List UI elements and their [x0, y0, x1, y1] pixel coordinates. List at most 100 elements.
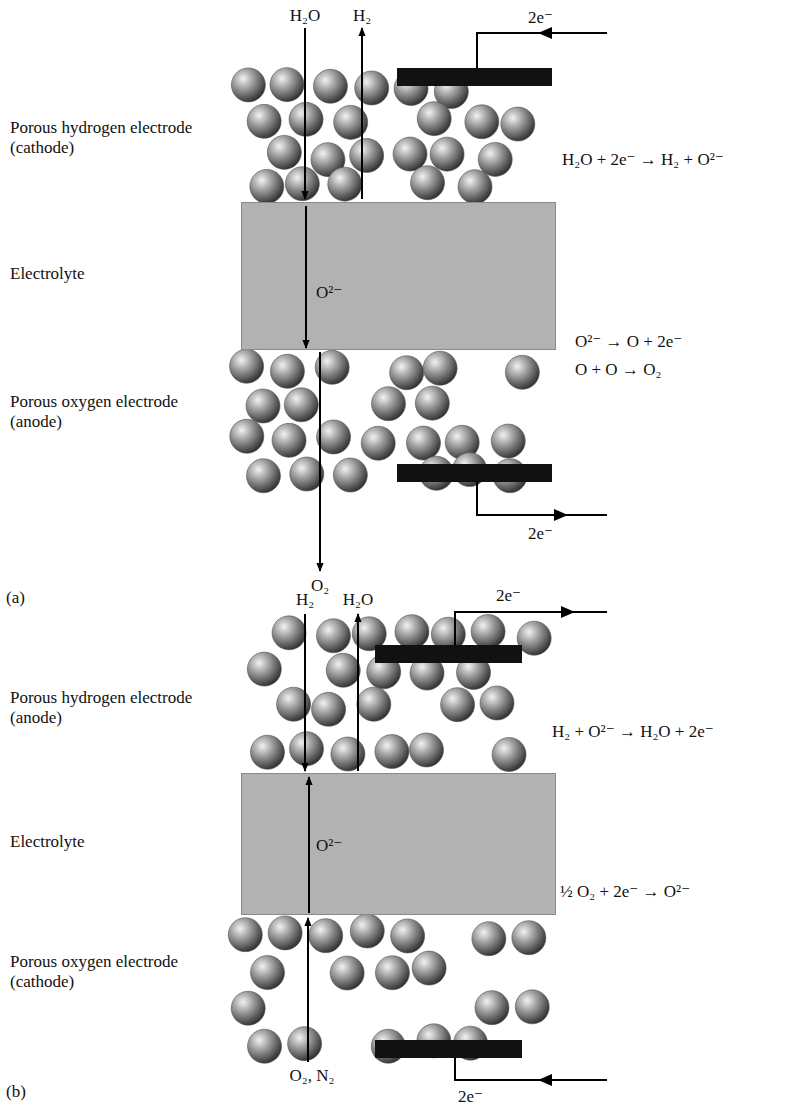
electrode-particle — [395, 615, 429, 649]
layer-label: Electrolyte — [10, 264, 85, 284]
layer-label: Electrolyte — [10, 832, 85, 852]
electron-label: 2e⁻ — [496, 586, 521, 606]
current-collector — [375, 645, 522, 663]
reaction-equation: O²⁻ → O + 2e⁻ — [575, 332, 682, 352]
electrode-particle — [284, 388, 318, 422]
electrode-particle — [423, 351, 457, 385]
electrode-particle — [313, 69, 347, 103]
current-collector — [375, 1040, 522, 1058]
species-label: H₂O — [290, 6, 320, 26]
electrode-particle — [375, 735, 409, 769]
electrode-particle — [330, 956, 364, 990]
electrode-particle — [505, 355, 539, 389]
electrode-particle — [471, 614, 505, 648]
electrode-particle — [246, 459, 280, 493]
ion-label: O²⁻ — [316, 283, 342, 303]
current-arrowhead — [538, 27, 575, 1086]
ion-arrow-layer — [242, 203, 557, 351]
electron-label: 2e⁻ — [528, 524, 553, 544]
electrode-particle — [393, 137, 427, 171]
electrode-particle — [390, 356, 424, 390]
electrode-particle — [430, 137, 464, 171]
electrode-particle — [465, 105, 499, 139]
electrode-particle — [326, 653, 360, 687]
electrode-particle — [491, 424, 525, 458]
species-label: H₂ — [353, 6, 371, 26]
electrode-particle — [309, 919, 343, 953]
electrode-particle — [267, 135, 301, 169]
electron-label: 2e⁻ — [528, 8, 553, 28]
electrode-particle — [357, 687, 391, 721]
reaction-equation: H₂O + 2e⁻ → H₂ + O²⁻ — [562, 150, 724, 170]
electrode-particle — [512, 921, 546, 955]
ion-flow-arrow — [305, 206, 307, 348]
panel-letter: (a) — [6, 588, 25, 608]
electrode-particle — [230, 419, 264, 453]
electrode-particle — [290, 732, 324, 766]
electrode-particle — [328, 167, 362, 201]
electrode-particle — [317, 420, 351, 454]
species-label: H₂ — [296, 590, 314, 610]
panel-letter: (b) — [6, 1082, 26, 1102]
electrode-particle — [230, 349, 264, 383]
reaction-equation: O + O → O₂ — [575, 360, 661, 380]
electrode-particle — [316, 619, 350, 653]
electrode-particle — [350, 139, 384, 173]
electrode-particle — [417, 102, 451, 136]
electrode-particle — [517, 621, 551, 655]
electrode-particle — [410, 733, 444, 767]
current-collector — [397, 464, 552, 482]
electrode-particle — [391, 919, 425, 953]
electrode-particle — [290, 457, 324, 491]
electrode-particle — [250, 735, 284, 769]
electrode-particle — [288, 1027, 322, 1061]
electrode-particle — [270, 354, 304, 388]
electrode-particle — [492, 738, 526, 772]
electrode-particle — [251, 956, 285, 990]
reaction-equation: ½ O₂ + 2e⁻ → O²⁻ — [560, 882, 690, 902]
electrolyte-layer: O²⁻ — [241, 773, 556, 915]
electrode-particle — [228, 918, 262, 952]
electrolyte-layer: O²⁻ — [241, 202, 556, 350]
electrode-particle — [478, 142, 512, 176]
electrode-label: Porous hydrogen electrode (cathode) — [10, 118, 225, 159]
electrode-particle — [355, 71, 389, 105]
ion-label: O²⁻ — [316, 836, 342, 856]
electrode-particle — [375, 956, 409, 990]
electrode-particle — [272, 616, 306, 650]
electrode-particle — [268, 916, 302, 950]
electrode-particle — [406, 426, 440, 460]
current-collector — [397, 68, 552, 86]
external-wire — [455, 33, 607, 1080]
electrode-particle — [247, 104, 281, 138]
electrode-particle — [285, 167, 319, 201]
electrode-particle — [248, 1029, 282, 1063]
electrode-particle — [272, 423, 306, 457]
electrode-particle — [501, 107, 535, 141]
species-label: H₂O — [343, 590, 373, 610]
electrode-particle — [475, 991, 509, 1025]
electron-label: 2e⁻ — [458, 1087, 483, 1107]
electrode-particle — [458, 170, 492, 204]
ion-flow-arrow — [308, 777, 310, 913]
electrode-particle — [333, 458, 367, 492]
electrode-particle — [371, 387, 405, 421]
electrode-particle — [246, 389, 280, 423]
electrode-particle — [480, 686, 514, 720]
electrode-particle — [411, 166, 445, 200]
electrode-particle — [515, 990, 549, 1024]
electrode-particle — [231, 68, 265, 102]
electrode-particle — [472, 922, 506, 956]
electrode-particle — [415, 386, 449, 420]
reaction-equation: H₂ + O²⁻ → H₂O + 2e⁻ — [552, 722, 714, 742]
electrode-particle — [331, 737, 365, 771]
electrode-particle — [412, 951, 446, 985]
species-label: O₂, N₂ — [290, 1066, 335, 1086]
electrode-particle — [247, 652, 281, 686]
electrode-particle — [289, 102, 323, 136]
electrode-particle — [361, 426, 395, 460]
electrode-particle — [231, 991, 265, 1025]
electrode-label: Porous oxygen electrode (cathode) — [10, 952, 225, 993]
ion-arrow-layer — [242, 774, 557, 916]
electrode-particle — [312, 692, 346, 726]
